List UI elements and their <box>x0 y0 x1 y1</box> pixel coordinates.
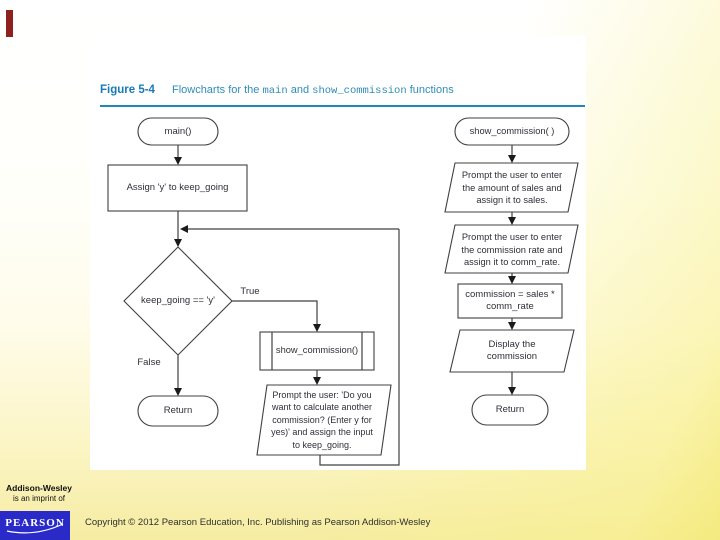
show-commission-return-label: Return <box>495 404 525 416</box>
arrowhead <box>180 225 188 233</box>
figure-number: Figure 5-4 <box>100 84 155 96</box>
calc-label: commission = sales * comm_rate <box>465 289 555 312</box>
call-label: show_commission() <box>275 345 359 356</box>
imprint-line1: Addison-Wesley <box>6 483 72 493</box>
arrowhead <box>313 377 321 385</box>
arrowhead <box>508 155 516 163</box>
display-label: Display the commission <box>486 339 538 362</box>
imprint-text: Addison-Wesley is an imprint of <box>3 483 75 503</box>
prompt-keepgoing-label: Prompt the user: 'Do you want to calcula… <box>271 389 373 450</box>
show-commission-start-terminal <box>454 117 570 146</box>
pearson-swoosh <box>6 523 64 534</box>
arrowhead <box>174 157 182 165</box>
display-parallelogram <box>449 329 575 373</box>
true-branch-label: True <box>240 286 260 298</box>
arrowhead <box>174 388 182 396</box>
decision-label: keep_going == 'y' <box>141 295 215 307</box>
code-main: main <box>262 85 288 97</box>
arrowhead <box>508 322 516 330</box>
main-start-label: main() <box>164 125 192 137</box>
code-show-commission: show_commission <box>312 85 407 97</box>
figure-caption: Figure 5-4 Flowcharts for the main and s… <box>100 84 586 97</box>
show-commission-start-label: show_commission( ) <box>469 125 555 136</box>
assign-label: Assign 'y' to keep_going <box>126 182 229 194</box>
caption-rule <box>100 105 585 107</box>
decision-diamond <box>123 246 233 356</box>
pearson-logo: PEARSON <box>0 511 70 540</box>
false-branch-label: False <box>137 357 161 369</box>
arrowhead <box>174 239 182 247</box>
prompt-sales-parallelogram <box>444 162 579 213</box>
arrowhead <box>508 276 516 284</box>
copyright-text: Copyright © 2012 Pearson Education, Inc.… <box>85 517 431 528</box>
call-predefined-box <box>259 331 375 371</box>
assign-process-box <box>107 164 248 212</box>
arrowhead <box>508 387 516 395</box>
calc-process-box <box>457 283 563 319</box>
prompt-rate-parallelogram <box>444 224 579 274</box>
red-accent-bar <box>6 10 13 37</box>
figure-caption-text: Flowcharts for the main and show_commiss… <box>171 84 454 97</box>
true-branch-line <box>232 300 318 324</box>
arrowhead <box>508 217 516 225</box>
main-return-label: Return <box>163 405 193 417</box>
prompt-sales-label: Prompt the user to enter the amount of s… <box>461 169 563 206</box>
prompt-keepgoing-parallelogram <box>256 384 392 456</box>
main-start-terminal <box>137 117 219 146</box>
show-commission-return-terminal <box>471 394 549 426</box>
imprint-line2: is an imprint of <box>12 493 66 503</box>
prompt-rate-label: Prompt the user to enter the commission … <box>461 231 563 268</box>
pearson-logo-text: PEARSON <box>5 516 65 529</box>
main-return-terminal <box>137 395 219 427</box>
arrowhead <box>313 324 321 332</box>
loop-back-line <box>319 229 400 466</box>
